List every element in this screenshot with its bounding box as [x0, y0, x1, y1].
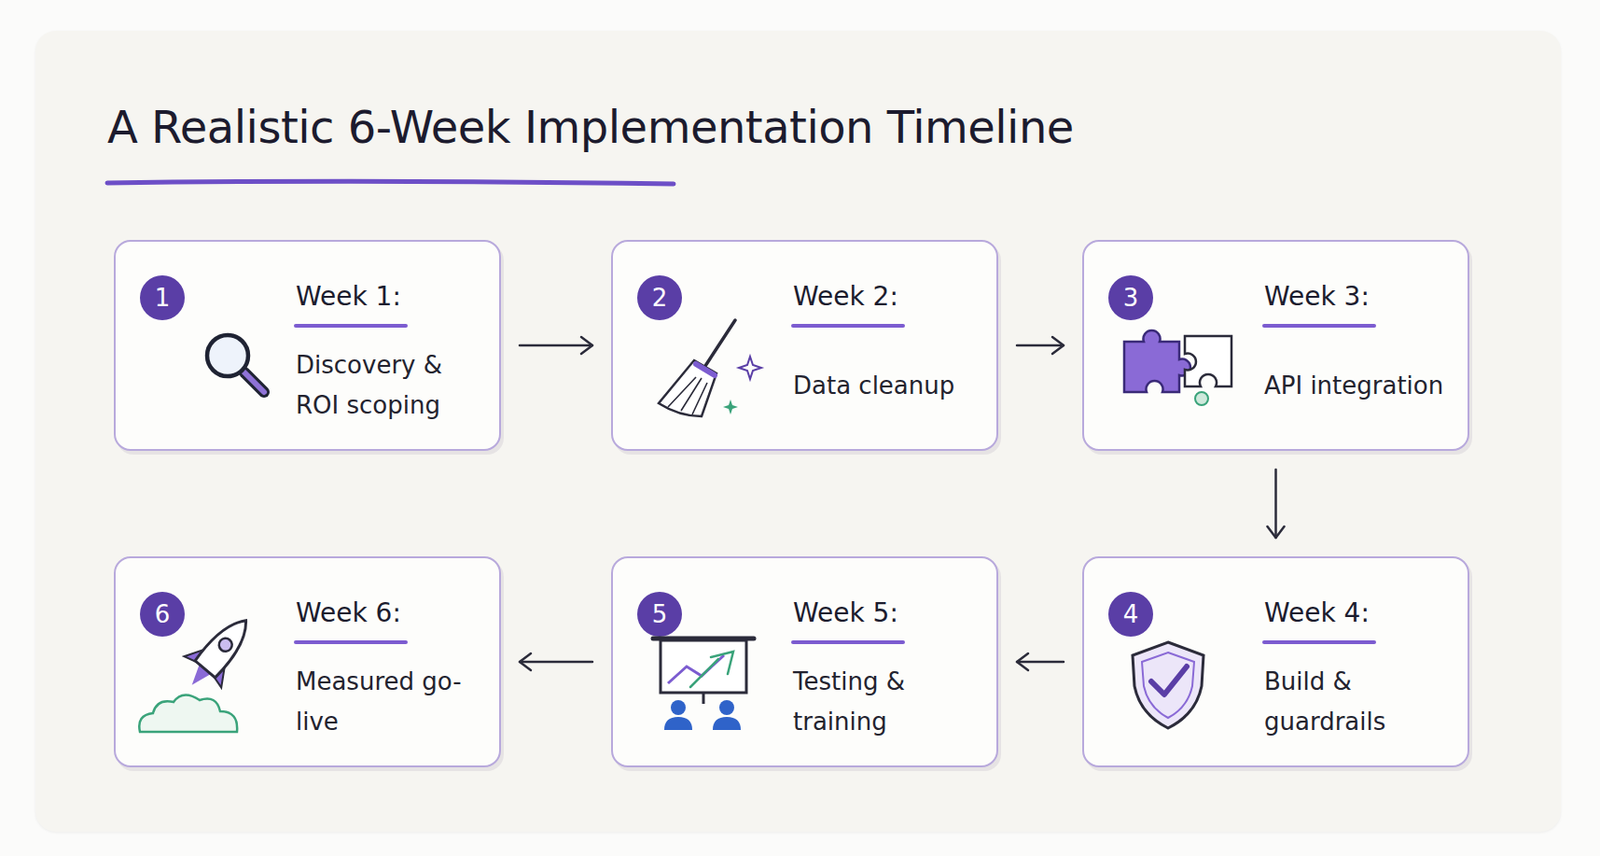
person-head	[670, 699, 686, 715]
board-bar	[653, 636, 754, 641]
step-description: Discovery & ROI scoping	[295, 345, 487, 426]
rocket-window	[216, 635, 236, 654]
rocket	[173, 604, 265, 700]
puzzle-piece	[1184, 335, 1232, 387]
flow-arrow	[1016, 660, 1064, 664]
body-wrap: Testing & training	[793, 654, 957, 749]
body-wrap: API integration	[1264, 338, 1489, 432]
shield	[1132, 641, 1204, 728]
step-number: 5	[637, 591, 682, 637]
step-number: 3	[1108, 275, 1154, 320]
step-description: Build & guardrails	[1264, 661, 1433, 742]
body-wrap: Discovery & ROI scoping	[295, 338, 487, 432]
chart-line	[667, 654, 724, 683]
broom-handle	[705, 320, 736, 366]
body-wrap: Build & guardrails	[1264, 654, 1433, 749]
puzzle-piece	[1124, 330, 1191, 392]
broom-band	[695, 363, 715, 376]
magnifier-handle	[244, 372, 265, 392]
broom-bristles	[667, 376, 708, 415]
step-description: Testing & training	[793, 661, 957, 742]
flow-arrow	[519, 660, 593, 664]
title-underline	[107, 180, 674, 184]
body-wrap: Data cleanup	[793, 338, 1017, 432]
step-box: 6 Week 6: Measured go-live	[113, 556, 501, 767]
check-mark	[1151, 666, 1187, 695]
person-head	[719, 699, 735, 715]
magnifier-handle	[244, 372, 265, 392]
person-body	[664, 716, 693, 730]
week-heading: Week 2:	[793, 280, 899, 312]
step-number: 4	[1108, 591, 1154, 637]
week-heading: Week 5:	[793, 597, 899, 628]
flow-arrow	[1274, 469, 1278, 538]
flow-arrow	[1016, 344, 1064, 348]
step-box: 2Week 2:Data cleanup	[611, 239, 999, 451]
step-box: 1 Week 1: Discovery & ROI scoping	[113, 239, 501, 451]
step-description: Measured go-live	[295, 661, 469, 742]
broom-head	[658, 360, 717, 417]
step-description: API integration	[1264, 365, 1489, 406]
puzzle-dot	[1195, 391, 1209, 405]
week-heading: Week 3:	[1264, 280, 1370, 312]
smoke-cloud	[139, 694, 237, 732]
step-box: 3Week 3:API integration	[1082, 239, 1470, 451]
sparkle	[723, 399, 738, 415]
step-box: 5 Week 5: Testing & training	[611, 556, 999, 767]
rocket-body	[194, 611, 257, 678]
step-box: 4 Week 4: Build & guardrails	[1082, 556, 1470, 767]
board-stand	[702, 692, 706, 704]
week-heading: Week 1:	[295, 280, 402, 312]
step-number: 6	[139, 591, 185, 637]
board	[660, 640, 747, 693]
flow-arrow	[519, 344, 593, 348]
rocket-flame	[186, 664, 211, 690]
diagram-title: A Realistic 6-Week Implementation Timeli…	[107, 100, 1074, 154]
chart-arrow	[690, 651, 734, 687]
rocket-fin	[183, 641, 234, 688]
body-wrap: Measured go-live	[295, 654, 469, 749]
week-heading: Week 6:	[295, 597, 402, 628]
week-heading: Week 4:	[1264, 597, 1370, 628]
step-number: 1	[139, 275, 185, 320]
sparkle	[738, 356, 762, 379]
magnifier-glass	[207, 334, 249, 376]
step-description: Data cleanup	[793, 365, 1017, 406]
step-number: 2	[637, 275, 682, 320]
shield-inner	[1141, 652, 1195, 718]
person-body	[712, 716, 741, 730]
